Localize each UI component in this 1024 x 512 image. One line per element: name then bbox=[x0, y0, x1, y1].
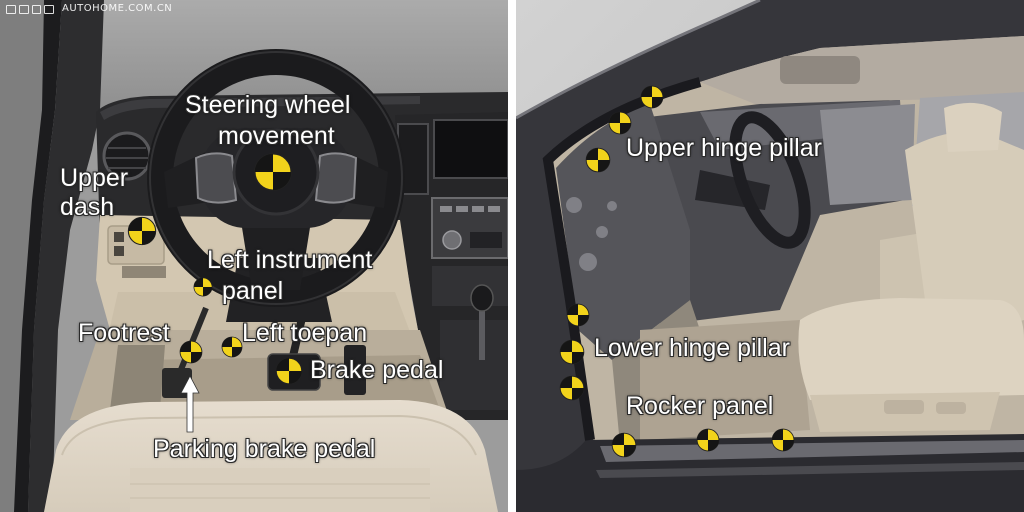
audio-slot bbox=[470, 232, 502, 248]
label-upper-dash: Upper bbox=[60, 164, 129, 192]
front-seat-back bbox=[905, 132, 1024, 340]
pillar-hole bbox=[607, 201, 617, 211]
cabin-floor bbox=[640, 320, 810, 440]
label-brake-pedal: Brake pedal bbox=[310, 356, 444, 384]
seat-adjust-switch bbox=[884, 400, 924, 414]
target-upper-hinge-pillar bbox=[641, 86, 663, 108]
target-upper-hinge-pillar bbox=[609, 112, 631, 134]
sill-edge bbox=[596, 462, 1024, 478]
label-left-instrument-panel-line2: panel bbox=[222, 277, 284, 305]
hood-release bbox=[122, 266, 166, 278]
parking-brake-arm bbox=[177, 306, 209, 374]
target-left-instrument-panel bbox=[194, 278, 212, 296]
wheel-controls-right bbox=[314, 152, 358, 204]
front-side-window bbox=[820, 104, 915, 205]
audio-button bbox=[440, 206, 452, 212]
watermark-logo bbox=[6, 5, 54, 14]
label-steering-wheel-movement-line2: movement bbox=[218, 122, 335, 150]
shifter-console bbox=[440, 320, 508, 410]
audio-button bbox=[472, 206, 484, 212]
footrest-pad bbox=[110, 345, 165, 410]
center-display bbox=[433, 119, 508, 179]
front-seat-cushion bbox=[798, 298, 1024, 400]
a-pillar-frame bbox=[28, 0, 104, 512]
label-left-toepan: Left toepan bbox=[242, 319, 368, 347]
switch bbox=[114, 232, 124, 242]
label-rocker-panel: Rocker panel bbox=[626, 392, 774, 420]
audio-button bbox=[456, 206, 468, 212]
climate-panel bbox=[432, 266, 508, 306]
target-upper-dash bbox=[128, 217, 155, 244]
target-rocker-panel bbox=[772, 429, 794, 451]
arrow-up-icon bbox=[180, 375, 200, 433]
gear-knob bbox=[470, 284, 494, 312]
target-rocker-panel bbox=[612, 433, 636, 457]
label-lower-hinge-pillar: Lower hinge pillar bbox=[594, 334, 790, 362]
label-parking-brake-pedal: Parking brake pedal bbox=[153, 435, 376, 463]
seat-insert bbox=[130, 468, 430, 512]
steering-wheel-rim bbox=[147, 49, 405, 307]
label-upper-hinge-pillar: Upper hinge pillar bbox=[626, 134, 822, 162]
left-panel-photo bbox=[0, 0, 508, 512]
accelerator-pedal bbox=[344, 345, 366, 395]
headliner bbox=[700, 36, 1024, 106]
door-seal bbox=[14, 0, 62, 512]
seat-adjust-switch bbox=[936, 402, 966, 414]
pillar-hole bbox=[566, 197, 582, 213]
right-panel-photo bbox=[516, 0, 1024, 512]
target-steering-wheel bbox=[255, 154, 291, 190]
label-footrest: Footrest bbox=[78, 319, 170, 347]
steering-wheel-side bbox=[729, 111, 811, 249]
brake-arm bbox=[289, 317, 306, 357]
overhead-console bbox=[780, 56, 860, 84]
target-footrest bbox=[180, 341, 202, 363]
target-lower-hinge-pillar bbox=[560, 340, 584, 364]
label-steering-wheel-movement: Steering wheel bbox=[185, 91, 351, 119]
target-lower-hinge-pillar bbox=[567, 304, 589, 326]
audio-button bbox=[488, 206, 500, 212]
switch bbox=[114, 246, 124, 256]
seat-seam bbox=[61, 414, 477, 456]
headrest bbox=[944, 102, 1002, 152]
label-upper-dash-line2: dash bbox=[60, 193, 115, 221]
pillar-hole bbox=[579, 253, 597, 271]
pillar-hole bbox=[596, 226, 608, 238]
label-left-instrument-panel: Left instrument bbox=[207, 246, 373, 274]
target-lower-hinge-pillar bbox=[560, 376, 584, 400]
door-opening-seal bbox=[542, 77, 702, 441]
watermark-site: AUTOHOME.COM.CN bbox=[62, 3, 173, 14]
target-rocker-panel bbox=[697, 429, 719, 451]
wheel-controls-left bbox=[194, 152, 238, 204]
target-upper-hinge-pillar bbox=[586, 148, 610, 172]
roofline-highlight bbox=[516, 0, 761, 120]
target-brake-pedal bbox=[276, 358, 301, 383]
target-left-toepan bbox=[222, 337, 242, 357]
steering-spoke-bottom bbox=[240, 215, 312, 290]
volume-knob bbox=[442, 230, 462, 250]
steering-wheel-highlight bbox=[149, 51, 403, 305]
